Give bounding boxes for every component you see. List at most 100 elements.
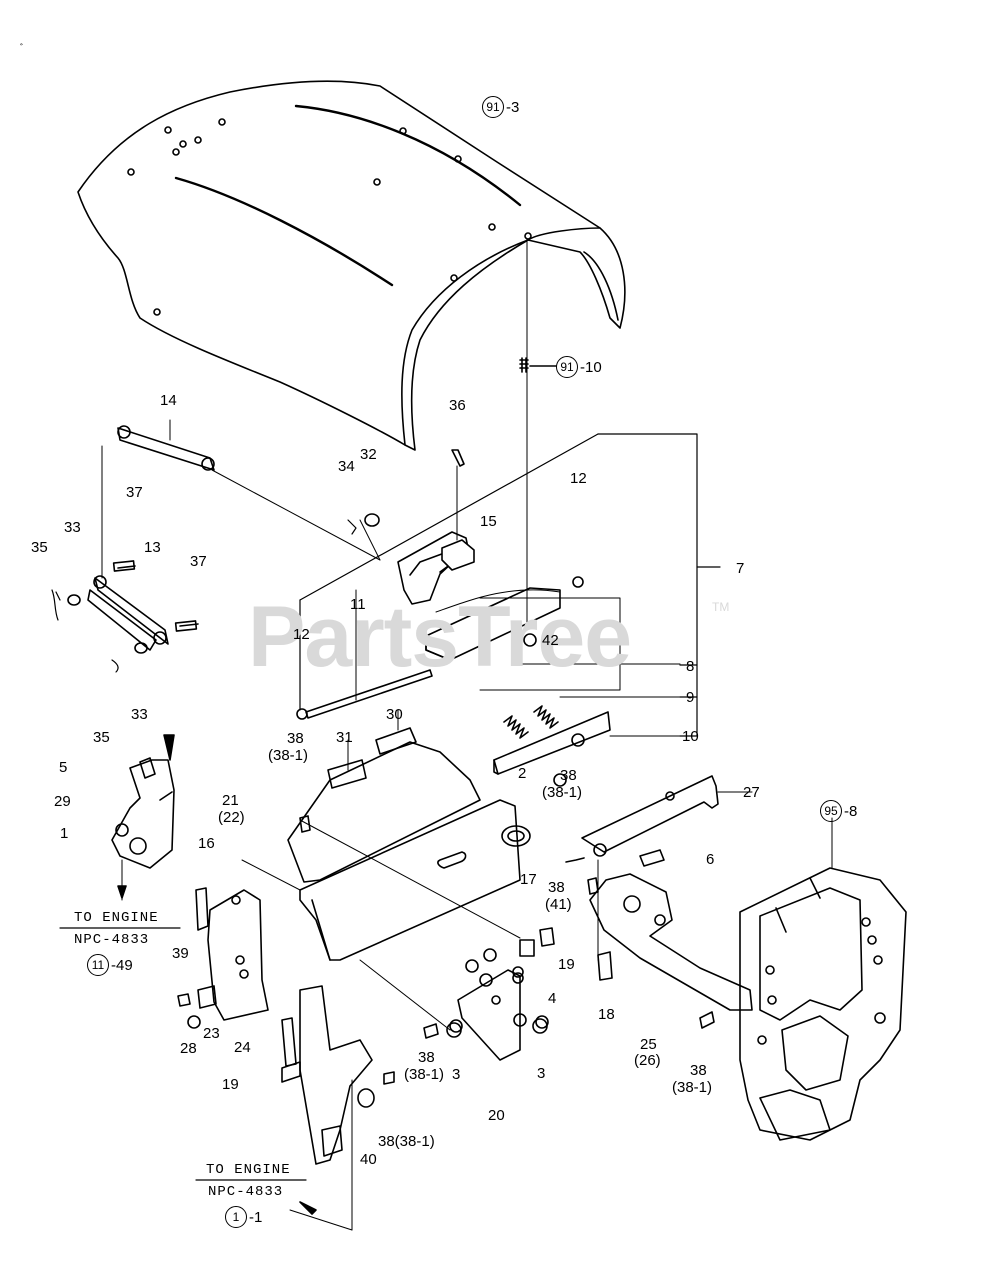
part-label: 15 <box>480 513 497 530</box>
npc-ref-2: NPC-4833 <box>208 1184 284 1200</box>
watermark-tm: TM <box>712 600 730 614</box>
part-label: 1 <box>60 825 69 842</box>
hood <box>77 80 626 451</box>
part-label: 6 <box>706 851 715 868</box>
bolts <box>177 815 715 1085</box>
npc-ref-1: NPC-4833 <box>74 932 150 948</box>
part-label: 4 <box>548 990 557 1007</box>
dash-panel-main <box>241 799 531 961</box>
callout-91-3: 91 -3 <box>482 96 519 118</box>
part-label: 27 <box>743 784 760 801</box>
part-label: 36 <box>449 397 466 414</box>
part-label: 9 <box>686 689 695 706</box>
part-label: 32 <box>360 446 377 463</box>
part-label: 35 <box>93 729 110 746</box>
part-label: 18 <box>598 1006 615 1023</box>
part-label-sub: (26) <box>634 1052 661 1069</box>
part-label: 38(38-1) <box>378 1133 435 1150</box>
callout-circle: 11 <box>87 954 109 976</box>
part-label: 38 <box>560 767 577 784</box>
part-label: 23 <box>203 1025 220 1042</box>
part-label: 19 <box>558 956 575 973</box>
part-label: 7 <box>736 560 745 577</box>
part-label-sub: (38-1) <box>268 747 309 764</box>
part-label: 11 <box>350 596 366 613</box>
part-label: 12 <box>293 626 310 643</box>
part-label: 25 <box>640 1036 657 1053</box>
part-label: 24 <box>234 1039 251 1056</box>
part-label: 19 <box>222 1076 239 1093</box>
springs <box>479 597 681 739</box>
right-frame <box>739 817 907 1141</box>
hinge-arm-14 <box>101 419 381 579</box>
part-label: 40 <box>360 1151 377 1168</box>
rod-11 <box>296 589 433 720</box>
part-label: 34 <box>338 458 355 475</box>
callout-suffix: -10 <box>580 358 602 376</box>
callout-circle: 1 <box>225 1206 247 1228</box>
callout-circle: 91 <box>556 356 578 378</box>
part-label: 30 <box>386 706 403 723</box>
part-label-sub: (22) <box>218 809 245 826</box>
dash-panel-top <box>287 709 481 883</box>
part-label: 17 <box>520 871 537 888</box>
assembly-7-bracket-lines <box>299 433 721 737</box>
callout-circle: 91 <box>482 96 504 118</box>
part-label: 2 <box>518 765 527 782</box>
brackets-19-18 <box>519 927 613 981</box>
part-label-sub: (38-1) <box>542 784 583 801</box>
part-label: 16 <box>198 835 215 852</box>
part-label-sub: (38-1) <box>672 1079 713 1096</box>
part-label: 31 <box>336 729 353 746</box>
callout-suffix: -1 <box>249 1208 263 1226</box>
part-label: 20 <box>488 1107 505 1124</box>
latch-plate-10 <box>493 711 683 787</box>
part-label: 3 <box>452 1066 461 1083</box>
hood-stud <box>519 239 557 631</box>
part-label: 33 <box>64 519 81 536</box>
part-label: 3 <box>537 1065 546 1082</box>
part-label: 38 <box>418 1049 435 1066</box>
part-label: 33 <box>131 706 148 723</box>
lower-left-panel <box>281 985 375 1231</box>
watermark-text: PartsTree <box>248 589 632 685</box>
callout-suffix: -49 <box>111 956 133 974</box>
part-label: 38 <box>287 730 304 747</box>
part-label: 29 <box>54 793 71 810</box>
part-label: 37 <box>190 553 207 570</box>
part-label: 37 <box>126 484 143 501</box>
part-label: 13 <box>144 539 161 556</box>
side-panel-21 <box>195 887 269 1021</box>
callout-95-8: 95 -8 <box>820 800 857 822</box>
part-label: 42 <box>542 632 559 649</box>
callout-11-49: 11 -49 <box>87 954 133 976</box>
part-label: 38 <box>548 879 565 896</box>
callout-circle: 95 <box>820 800 842 822</box>
callout-suffix: -3 <box>506 98 520 116</box>
callout-suffix: -8 <box>844 802 858 820</box>
part-label: 5 <box>59 759 68 776</box>
hinge-arm-13 <box>87 560 199 651</box>
part-label: 28 <box>180 1040 197 1057</box>
center-plate-20 <box>359 948 549 1061</box>
corner-mark: ﾞ <box>20 44 25 55</box>
part-label: 39 <box>172 945 189 962</box>
part-label: 10 <box>682 728 699 745</box>
reference-underlines <box>59 927 307 1181</box>
part-label: 8 <box>686 658 695 675</box>
upper-lock-bracket <box>347 449 584 661</box>
part-label-sub: (41) <box>545 896 572 913</box>
part-label: 35 <box>31 539 48 556</box>
part-label: 38 <box>690 1062 707 1079</box>
to-engine-ref-1: TO ENGINE <box>74 910 159 926</box>
hinge-bracket-29 <box>111 734 175 901</box>
part-label: 12 <box>570 470 587 487</box>
part-label: 14 <box>160 392 177 409</box>
hinge-washers <box>51 589 148 673</box>
right-rail <box>581 775 753 1011</box>
part-label: 21 <box>222 792 239 809</box>
part-label-sub: (38-1) <box>404 1066 445 1083</box>
callout-1-1: 1 -1 <box>225 1206 262 1228</box>
callout-91-10: 91 -10 <box>556 356 602 378</box>
